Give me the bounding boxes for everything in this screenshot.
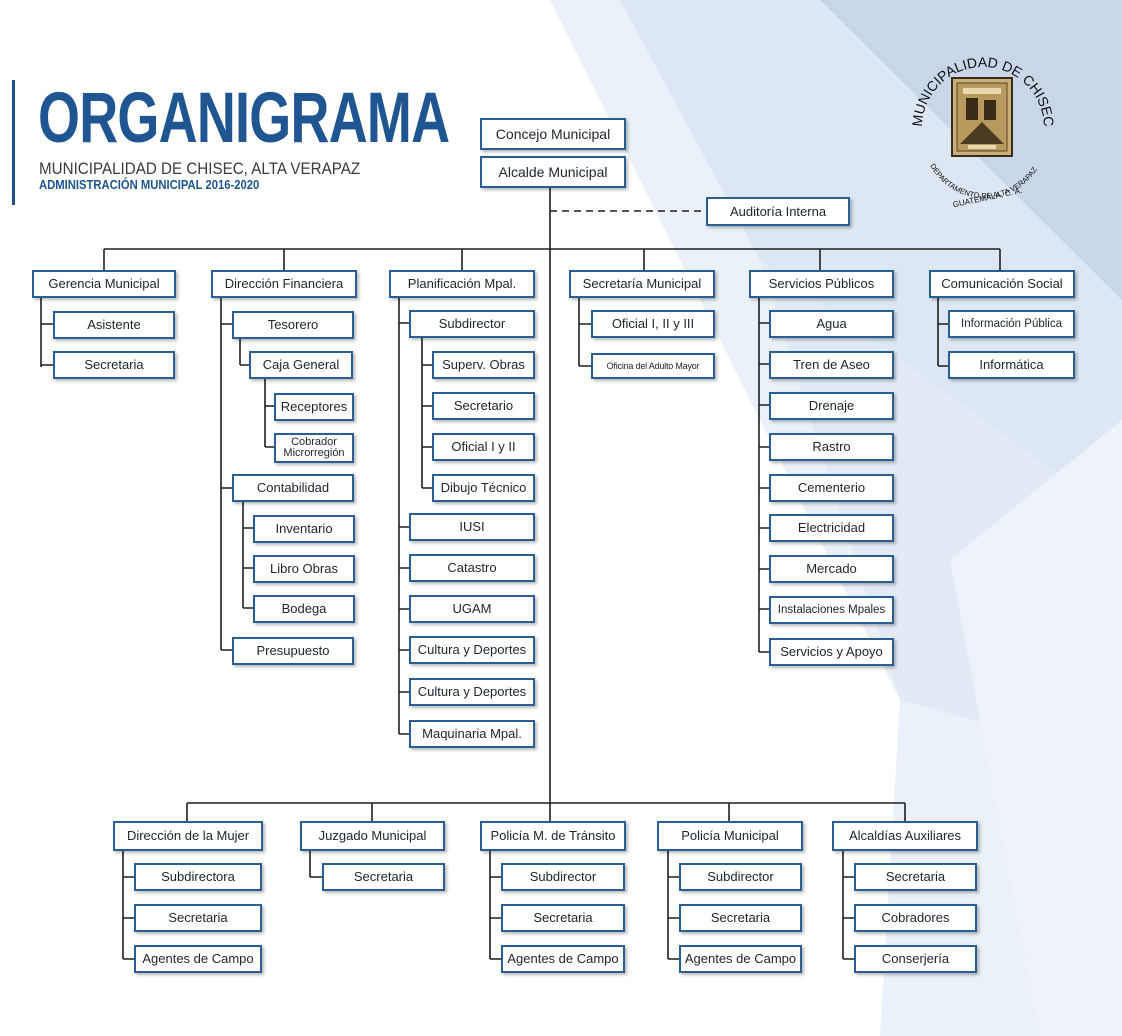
org-node-auditoria-interna[interactable]: Auditoría Interna	[706, 197, 850, 226]
org-node-subdirectora[interactable]: Subdirectora	[134, 863, 262, 891]
org-node-subdirector[interactable]: Subdirector	[409, 310, 535, 338]
org-node-servicios-y-apoyo[interactable]: Servicios y Apoyo	[769, 638, 894, 666]
org-node-agua[interactable]: Agua	[769, 310, 894, 338]
page-title: ORGANIGRAMA	[38, 79, 450, 158]
org-node-policia-agentes-de-campo[interactable]: Agentes de Campo	[679, 945, 802, 973]
org-node-mercado[interactable]: Mercado	[769, 555, 894, 583]
org-node-concejo-municipal[interactable]: Concejo Municipal	[480, 118, 626, 150]
org-node-mujer-agentes-de-campo[interactable]: Agentes de Campo	[134, 945, 262, 973]
org-node-superv-obras[interactable]: Superv. Obras	[432, 351, 535, 379]
org-node-informatica[interactable]: Informática	[948, 351, 1075, 379]
org-node-policia-secretaria[interactable]: Secretaria	[679, 904, 802, 932]
org-node-ugam[interactable]: UGAM	[409, 595, 535, 623]
org-node-policia-transito[interactable]: Policía M. de Tránsito	[480, 821, 626, 851]
org-node-cobradores[interactable]: Cobradores	[854, 904, 977, 932]
org-node-direccion-de-la-mujer[interactable]: Dirección de la Mujer	[113, 821, 263, 851]
org-node-oficial-i-ii-y-iii[interactable]: Oficial I, II y III	[591, 310, 715, 338]
org-node-contabilidad[interactable]: Contabilidad	[232, 474, 354, 502]
org-node-tesorero[interactable]: Tesorero	[232, 311, 354, 339]
org-node-dibujo-tecnico[interactable]: Dibujo Técnico	[432, 474, 535, 502]
org-node-libro-obras[interactable]: Libro Obras	[253, 555, 355, 583]
org-node-inventario[interactable]: Inventario	[253, 515, 355, 543]
org-node-asistente[interactable]: Asistente	[53, 311, 175, 339]
org-node-mujer-secretaria[interactable]: Secretaria	[134, 904, 262, 932]
org-node-servicios-publicos[interactable]: Servicios Públicos	[749, 270, 894, 298]
org-node-gerencia-municipal[interactable]: Gerencia Municipal	[32, 270, 176, 298]
org-node-electricidad[interactable]: Electricidad	[769, 514, 894, 542]
org-node-cultura-y-deportes[interactable]: Cultura y Deportes	[409, 636, 535, 664]
page-subtitle: MUNICIPALIDAD DE CHISEC, ALTA VERAPAZ	[39, 160, 361, 178]
org-node-oficial-i-y-ii[interactable]: Oficial I y II	[432, 433, 535, 461]
org-node-maquinaria-mpal[interactable]: Maquinaria Mpal.	[409, 720, 535, 748]
org-node-cultura-y-deportes-2[interactable]: Cultura y Deportes	[409, 678, 535, 706]
org-node-alcaldias-auxiliares[interactable]: Alcaldías Auxiliares	[832, 821, 978, 851]
org-node-auxiliares-secretaria[interactable]: Secretaria	[854, 863, 977, 891]
org-node-instalaciones-mpales[interactable]: Instalaciones Mpales	[769, 596, 894, 624]
org-node-oficina-adulto-mayor[interactable]: Oficina del Adulto Mayor	[591, 353, 715, 379]
org-node-receptores[interactable]: Receptores	[274, 393, 354, 421]
org-node-informacion-publica[interactable]: Información Pública	[948, 310, 1075, 338]
org-node-cobrador-microrregion[interactable]: Cobrador Microrregión	[274, 433, 354, 463]
org-node-drenaje[interactable]: Drenaje	[769, 392, 894, 420]
org-node-secretario[interactable]: Secretario	[432, 392, 535, 420]
administration-period: ADMINISTRACIÓN MUNICIPAL 2016-2020	[39, 178, 260, 192]
org-node-catastro[interactable]: Catastro	[409, 554, 535, 582]
org-node-conserjeria[interactable]: Conserjería	[854, 945, 977, 973]
title-accent-bar	[12, 80, 15, 205]
org-node-comunicacion-social[interactable]: Comunicación Social	[929, 270, 1075, 298]
org-node-transito-agentes-de-campo[interactable]: Agentes de Campo	[501, 945, 625, 973]
org-node-iusi[interactable]: IUSI	[409, 513, 535, 541]
org-node-bodega[interactable]: Bodega	[253, 595, 355, 623]
org-node-secretaria[interactable]: Secretaria	[53, 351, 175, 379]
org-node-alcalde-municipal[interactable]: Alcalde Municipal	[480, 156, 626, 188]
org-node-transito-secretaria[interactable]: Secretaria	[501, 904, 625, 932]
org-node-caja-general[interactable]: Caja General	[249, 351, 353, 379]
org-node-secretaria-municipal[interactable]: Secretaría Municipal	[569, 270, 715, 298]
org-node-cementerio[interactable]: Cementerio	[769, 474, 894, 502]
org-node-policia-subdirector[interactable]: Subdirector	[679, 863, 802, 891]
org-node-direccion-financiera[interactable]: Dirección Financiera	[211, 270, 357, 298]
org-node-policia-municipal[interactable]: Policía Municipal	[657, 821, 803, 851]
org-node-planificacion-mpal[interactable]: Planificación Mpal.	[389, 270, 535, 298]
org-node-presupuesto[interactable]: Presupuesto	[232, 637, 354, 665]
org-node-tren-de-aseo[interactable]: Tren de Aseo	[769, 351, 894, 379]
municipal-seal-logo: MUNICIPALIDAD DE CHISEC DEPARTAMENTO DE …	[909, 54, 1057, 209]
org-node-juzgado-secretaria[interactable]: Secretaria	[322, 863, 445, 891]
org-node-juzgado-municipal[interactable]: Juzgado Municipal	[300, 821, 445, 851]
org-node-transito-subdirector[interactable]: Subdirector	[501, 863, 625, 891]
org-node-rastro[interactable]: Rastro	[769, 433, 894, 461]
